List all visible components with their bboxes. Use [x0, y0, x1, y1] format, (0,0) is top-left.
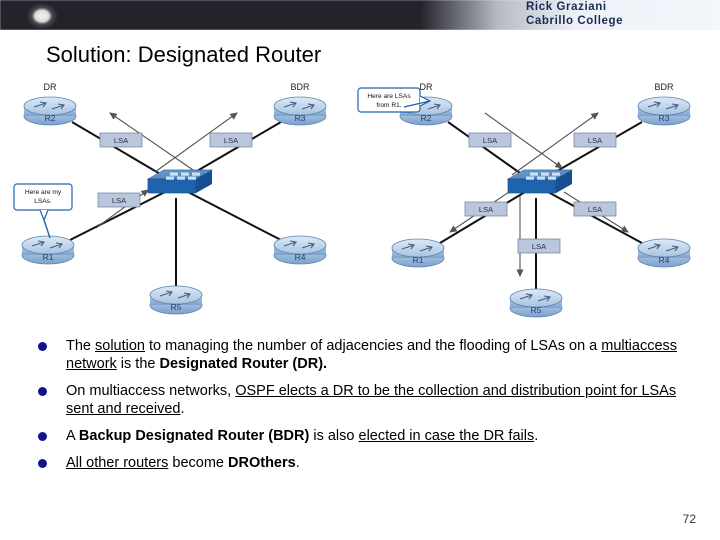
router-label-r2: R2 — [45, 113, 56, 123]
bullet-text-run: to managing the number of adjacencies an… — [145, 338, 602, 354]
page-number: 72 — [682, 512, 696, 526]
callout-right: Here are LSAs from R1. — [357, 87, 432, 113]
banner-fade — [420, 0, 720, 30]
bullet-text-run: is also — [309, 428, 359, 444]
router-label-r3: R3 — [295, 113, 306, 123]
links-right — [439, 121, 643, 292]
svg-text:LSA: LSA — [483, 136, 497, 145]
bullet-list: The solution to managing the number of a… — [34, 337, 694, 481]
router-label-r5-right: R5 — [531, 305, 542, 315]
svg-text:LSA: LSA — [479, 205, 493, 214]
header-banner: Rick Graziani Cabrillo College — [0, 0, 720, 30]
lsa-label-right-5: LSA — [517, 238, 561, 254]
bullet-text: The solution to managing the number of a… — [66, 338, 677, 372]
svg-text:LSA: LSA — [588, 136, 602, 145]
router-label-r1-right: R1 — [413, 255, 424, 265]
bullet-marker-icon — [38, 459, 47, 468]
lsa-label-left-1: LSA — [99, 132, 143, 148]
bullet-text-run: solution — [95, 338, 145, 354]
router-r1-right[interactable]: R1 — [391, 238, 445, 268]
router-r4-right[interactable]: R4 — [637, 238, 691, 268]
network-diagram-left: R2 DR R3 BDR R1 R4 — [13, 82, 327, 315]
bullet-item: On multiaccess networks, OSPF elects a D… — [34, 382, 694, 418]
bullet-text: A Backup Designated Router (BDR) is also… — [66, 428, 538, 444]
lsa-label-right-2: LSA — [573, 132, 617, 148]
svg-text:LSA: LSA — [224, 136, 238, 145]
callout-right-line2: from R1. — [376, 102, 401, 109]
svg-text:LSA: LSA — [588, 205, 602, 214]
callout-left: Here are my LSAs. — [13, 183, 73, 239]
bullet-text-run: A — [66, 428, 79, 444]
switch-icon[interactable] — [146, 169, 214, 194]
router-label-r1: R1 — [43, 252, 54, 262]
bullet-item: All other routers become DROthers. — [34, 454, 694, 472]
router-r3-right[interactable]: R3 — [637, 96, 691, 126]
bullet-text-run: is the — [116, 356, 160, 372]
role-label-dr-right: DR — [420, 82, 433, 92]
router-label-r2-right: R2 — [421, 113, 432, 123]
author-name: Rick Graziani — [526, 1, 607, 13]
bullet-text-run: Backup Designated Router (BDR) — [78, 428, 310, 444]
router-label-r3-right: R3 — [659, 113, 670, 123]
bullet-text-run: . — [534, 428, 539, 444]
lsa-label-right-4: LSA — [573, 201, 617, 217]
bullet-item: The solution to managing the number of a… — [34, 337, 694, 373]
bullet-text-run: The — [66, 338, 96, 354]
page-title: Solution: Designated Router — [46, 42, 322, 67]
diagram-area: R2 DR R3 BDR R1 R4 — [0, 80, 720, 330]
role-label-bdr-right: BDR — [654, 82, 674, 92]
bullet-marker-icon — [38, 432, 47, 441]
router-label-r4: R4 — [295, 252, 306, 262]
bullet-text-run: multiaccess network — [66, 338, 678, 372]
router-label-r5: R5 — [171, 302, 182, 312]
bullet-text: All other routers become DROthers. — [66, 455, 300, 471]
bullet-text-run: OSPF elects a DR to be the collection an… — [66, 383, 677, 417]
callout-left-line2: LSAs. — [34, 198, 52, 205]
callout-left-line1: Here are my — [25, 189, 62, 196]
bullet-text-run: On multiaccess networks, — [66, 383, 236, 399]
links-left — [69, 121, 282, 290]
svg-text:LSA: LSA — [112, 196, 126, 205]
bullet-text: On multiaccess networks, OSPF elects a D… — [66, 383, 676, 417]
lsa-label-right-3: LSA — [464, 201, 508, 217]
bullet-marker-icon — [38, 387, 47, 396]
svg-text:LSA: LSA — [114, 136, 128, 145]
router-r5[interactable]: R5 — [149, 285, 203, 315]
role-label-dr-left: DR — [44, 82, 57, 92]
bullet-text-run: . — [180, 401, 185, 417]
switch-icon-right[interactable] — [506, 169, 574, 194]
bullet-item: A Backup Designated Router (BDR) is also… — [34, 427, 694, 445]
lsa-label-right-1: LSA — [468, 132, 512, 148]
router-r3[interactable]: R3 — [273, 96, 327, 126]
bullet-text-run: . — [295, 455, 300, 471]
author-credit: Rick Graziani Cabrillo College — [526, 1, 706, 28]
bullet-marker-icon — [38, 342, 47, 351]
network-diagram-right: R2 DR R3 BDR R1 R4 — [357, 82, 691, 318]
role-label-bdr-left: BDR — [290, 82, 310, 92]
router-r5-right[interactable]: R5 — [509, 288, 563, 318]
lsa-label-left-2: LSA — [209, 132, 253, 148]
bullet-text-run: become — [168, 455, 229, 471]
router-label-r4-right: R4 — [659, 255, 670, 265]
router-r2[interactable]: R2 — [23, 96, 77, 126]
callout-right-line1: Here are LSAs — [367, 93, 411, 100]
bullet-text-run: DROthers — [228, 455, 296, 471]
bullet-text-run: All other routers — [66, 455, 169, 471]
bullet-text-run: Designated Router (DR). — [159, 356, 328, 372]
lsa-label-left-3: LSA — [97, 192, 141, 208]
router-r1[interactable]: R1 — [21, 235, 75, 265]
bullet-text-run: elected in case the DR fails — [358, 428, 535, 444]
router-r4[interactable]: R4 — [273, 235, 327, 265]
svg-text:LSA: LSA — [532, 242, 546, 251]
author-college: Cabrillo College — [526, 14, 624, 27]
